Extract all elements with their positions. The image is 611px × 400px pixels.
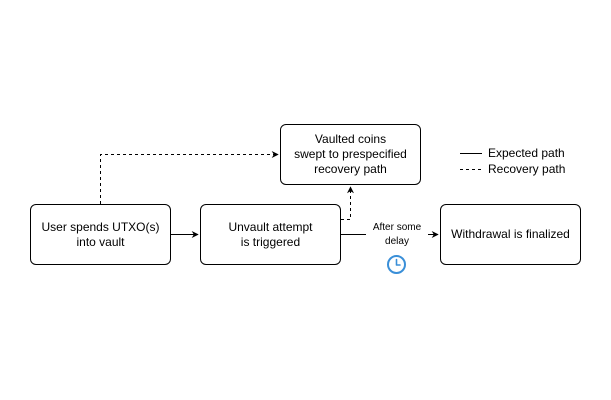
node-user-spends-utxo-label: User spends UTXO(s) into vault	[41, 219, 160, 249]
clock-icon	[387, 255, 406, 274]
node-withdrawal-finalized: Withdrawal is finalized	[440, 204, 581, 265]
node-recovery-sweep: Vaulted coins swept to prespecified reco…	[280, 124, 421, 185]
node-withdrawal-finalized-label: Withdrawal is finalized	[451, 227, 570, 241]
node-unvault-attempt: Unvault attempt is triggered	[200, 204, 341, 265]
legend-recovery-path: Recovery path	[488, 162, 566, 176]
legend-expected-path: Expected path	[488, 146, 565, 160]
edge-delay-label: After some delay	[366, 221, 428, 249]
edge-user-to-recovery	[100, 151, 279, 204]
node-recovery-sweep-label: Vaulted coins swept to prespecified reco…	[294, 132, 407, 176]
edge-unvault-to-recovery	[341, 186, 354, 220]
node-unvault-attempt-label: Unvault attempt is triggered	[228, 219, 313, 249]
node-user-spends-utxo: User spends UTXO(s) into vault	[30, 204, 171, 265]
